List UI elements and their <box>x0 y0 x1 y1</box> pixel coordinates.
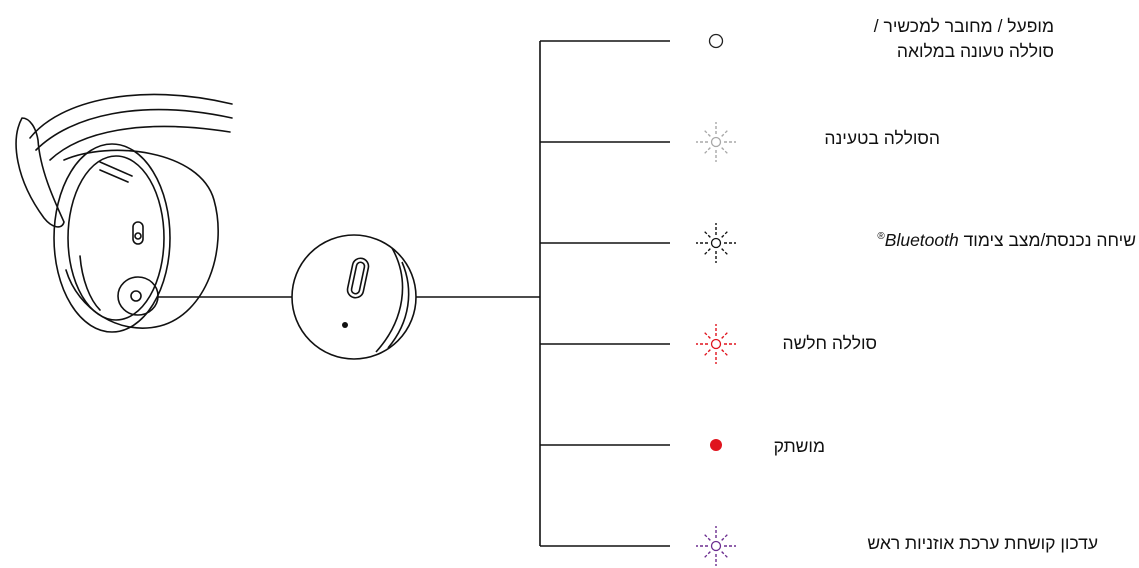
label-muted: מושתק <box>774 434 825 459</box>
label-muted-text: מושתק <box>773 436 825 456</box>
label-pairing-text: שיחה נכנסת/מצב צימוד <box>958 230 1136 250</box>
led-flashing-white-icon <box>696 223 736 263</box>
led-zoom-circle <box>291 234 417 360</box>
label-low-battery-text: סוללה חלשה <box>782 333 877 353</box>
led-steady-white-icon <box>708 33 724 49</box>
led-steady-red-icon <box>710 439 722 451</box>
label-firmware: עדכון קושחת ערכת אוזניות ראש <box>867 531 1098 556</box>
label-low-battery: סוללה חלשה <box>783 331 877 356</box>
label-charging-text: הסוללה בטעינה <box>824 128 940 148</box>
label-bluetooth-brand: Bluetooth <box>884 230 959 250</box>
bracket-arms <box>540 40 670 547</box>
registered-mark: ® <box>877 231 885 243</box>
label-on-line-2: סוללה טעונה במלואה <box>896 41 1054 61</box>
label-pairing: שיחה נכנסת/מצב צימוד Bluetooth® <box>877 228 1136 253</box>
headset-illustration <box>15 93 233 333</box>
label-charging: הסוללה בטעינה <box>824 126 940 151</box>
led-flashing-red-icon <box>696 324 736 364</box>
label-on: מופעל / מחובר למכשיר / סוללה טעונה במלוא… <box>874 14 1054 64</box>
label-firmware-text: עדכון קושחת ערכת אוזניות ראש <box>867 533 1098 553</box>
led-flashing-purple-icon <box>696 526 736 566</box>
led-flashing-white-icon <box>696 122 736 162</box>
label-on-line-1: מופעל / מחובר למכשיר / <box>873 16 1054 36</box>
